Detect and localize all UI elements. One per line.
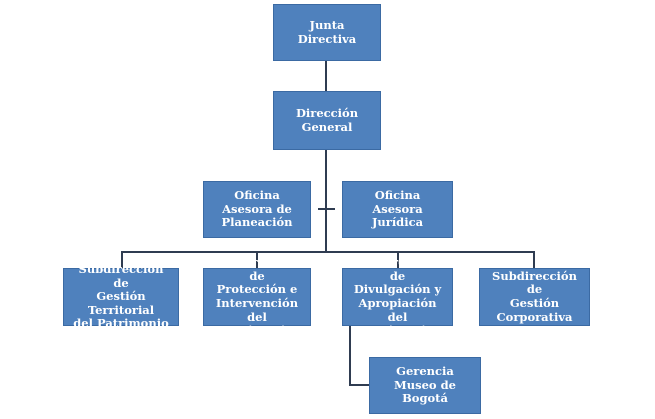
junta-directiva-box: Junta Directiva: [273, 4, 381, 61]
connector-museum-horizontal: [349, 384, 369, 386]
connector-advisory: [318, 208, 335, 210]
subdireccion-divulgacion-box: Subdirección de Divulgación y Apropiació…: [342, 256, 453, 337]
connector-subdirections-bar: [121, 251, 535, 253]
oficina-juridica-box: Oficina Asesora Jurídica: [342, 181, 453, 238]
gerencia-museo-box: Gerencia Museo de Bogotá: [369, 357, 481, 414]
direccion-general-box: Dirección General: [273, 91, 381, 150]
subdireccion-proteccion-box: Subdirección de Protección e Intervenció…: [203, 256, 311, 337]
subdireccion-gestion-territorial-box: Subdirección de Gestión Territorial del …: [63, 262, 179, 330]
connector-subdirection-1: [121, 251, 123, 268]
connector-subdirection-3: [397, 251, 399, 268]
connector-subdirection-2: [256, 251, 258, 268]
subdireccion-gestion-corporativa-box: Subdirección de Gestión Corporativa: [479, 268, 590, 326]
connector-subdirection-4: [533, 251, 535, 268]
connector-museum-vertical: [349, 326, 351, 386]
connector-board-general: [325, 61, 327, 91]
connector-general-trunk: [325, 150, 327, 252]
oficina-planeacion-box: Oficina Asesora de Planeación: [203, 181, 311, 238]
